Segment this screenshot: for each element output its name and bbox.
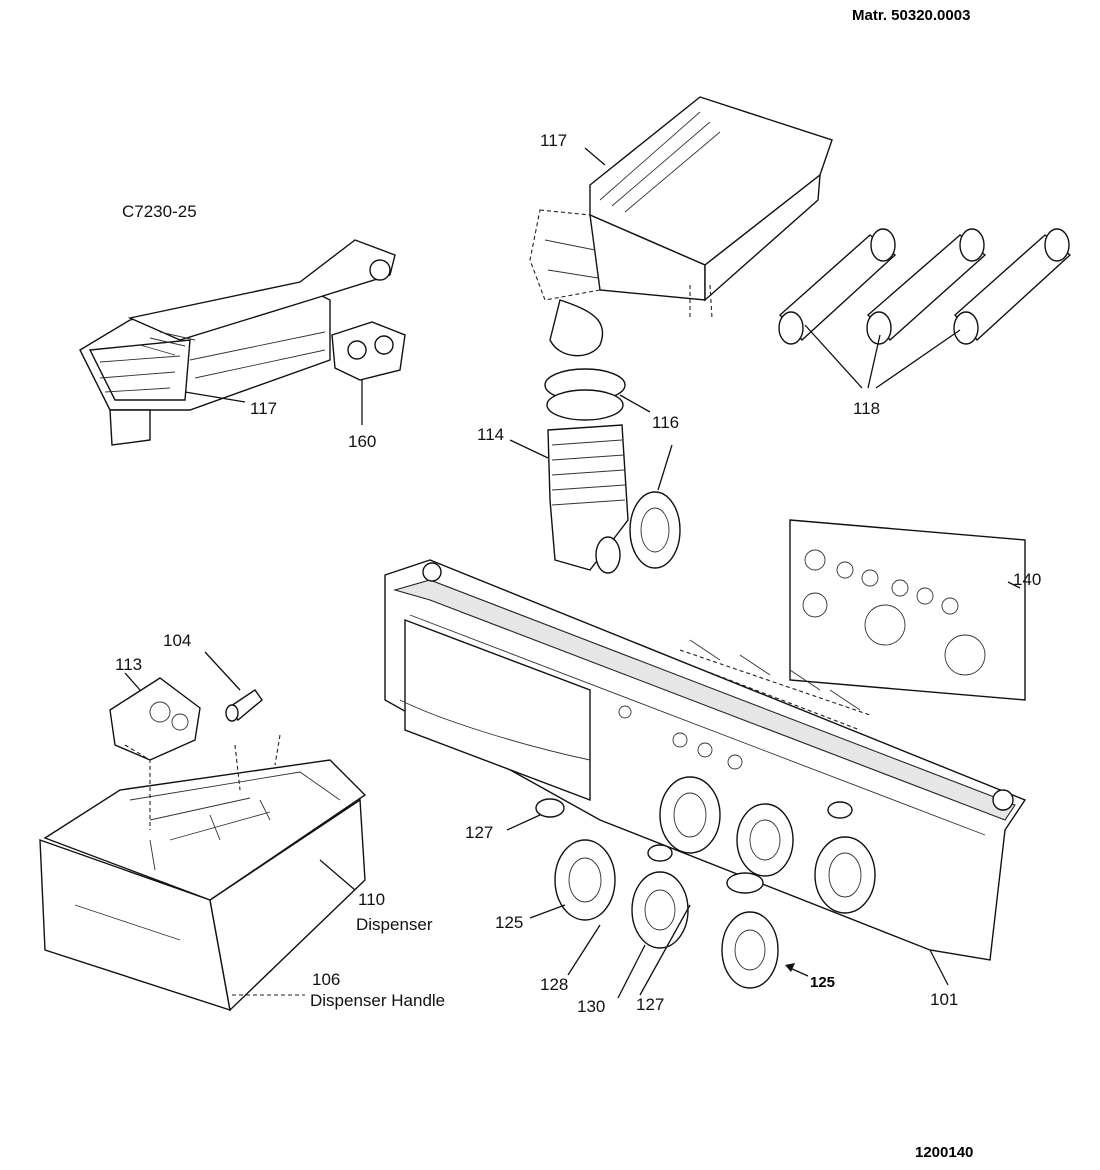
water-valve — [331, 321, 406, 425]
callout-101: 101 — [930, 990, 958, 1009]
model-note: C7230-25 — [122, 202, 197, 221]
callout-117-left: 117 — [250, 399, 277, 418]
hose-assembly — [544, 299, 681, 574]
knobs-and-buttons — [535, 776, 876, 989]
callout-110: 110 — [358, 890, 385, 909]
callout-140: 140 — [1013, 570, 1041, 589]
callout-117-top: 117 — [540, 131, 567, 150]
callout-128: 128 — [540, 975, 568, 994]
callout-160: 160 — [348, 432, 376, 451]
cylinder-parts — [778, 228, 1072, 345]
valve-assembly-113 — [109, 677, 201, 780]
drawing-number-footer: 1200140 — [915, 1144, 973, 1161]
dispenser-housing-alt — [79, 239, 396, 446]
clip-104 — [225, 689, 263, 722]
dispenser-drawer — [39, 734, 367, 1012]
dispenser-housing — [529, 96, 833, 320]
callout-114: 114 — [477, 425, 504, 444]
callout-127-left: 127 — [465, 823, 493, 842]
control-board — [789, 519, 1026, 701]
part-number-header: Matr. 50320.0003 — [852, 7, 970, 24]
callout-106: 106 — [312, 970, 340, 989]
callout-125-right: 125 — [810, 974, 835, 991]
callout-127-bottom: 127 — [636, 995, 664, 1014]
callout-110-name: Dispenser — [356, 915, 433, 934]
callout-125-left: 125 — [495, 913, 523, 932]
callout-104: 104 — [163, 631, 191, 650]
callout-118: 118 — [853, 399, 880, 418]
callout-106-name: Dispenser Handle — [310, 991, 445, 1010]
callout-116: 116 — [652, 413, 679, 432]
callout-130: 130 — [577, 997, 605, 1016]
callout-113: 113 — [115, 655, 142, 674]
